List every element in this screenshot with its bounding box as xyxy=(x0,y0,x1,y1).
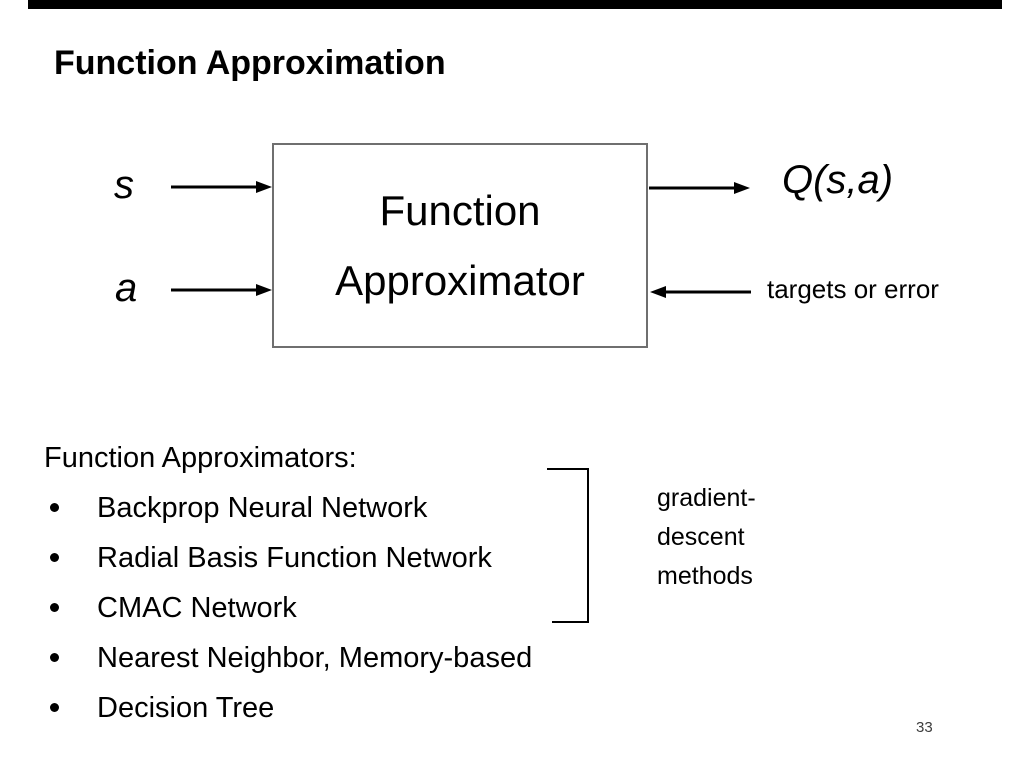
box-label-line1: Function xyxy=(379,186,541,234)
input-a-label: a xyxy=(115,266,138,310)
bullet-icon xyxy=(50,653,59,662)
s-input-arrow-icon xyxy=(171,181,272,193)
input-s-label: s xyxy=(114,163,134,207)
bracket-label: gradient- descent methods xyxy=(657,479,756,596)
a-input-arrow-icon xyxy=(171,284,272,296)
function-approximator-box: Function Approximator xyxy=(272,143,648,348)
bracket-label-line: descent xyxy=(657,523,745,551)
slide-title: Function Approximation xyxy=(54,44,446,82)
output-arrow-icon xyxy=(649,182,750,194)
top-bar xyxy=(28,0,1002,9)
bullet-icon xyxy=(50,603,59,612)
box-label-line2: Approximator xyxy=(335,256,585,304)
list-item-label: Decision Tree xyxy=(97,692,275,724)
list-item-label: Radial Basis Function Network xyxy=(97,542,492,574)
list-item-label: CMAC Network xyxy=(97,592,297,624)
feedback-arrow-icon xyxy=(650,286,751,298)
bullet-icon xyxy=(50,703,59,712)
list-item-label: Nearest Neighbor, Memory-based xyxy=(97,642,533,674)
list-heading: Function Approximators: xyxy=(44,442,357,474)
list-item-label: Backprop Neural Network xyxy=(97,492,428,524)
page-number: 33 xyxy=(916,719,933,736)
bracket-label-line: methods xyxy=(657,562,753,590)
feedback-label: targets or error xyxy=(767,274,939,304)
bullet-icon xyxy=(50,553,59,562)
grouping-bracket-icon xyxy=(547,468,589,623)
bracket-label-line: gradient- xyxy=(657,484,756,512)
output-q-label: Q(s,a) xyxy=(782,158,894,202)
bullet-icon xyxy=(50,503,59,512)
